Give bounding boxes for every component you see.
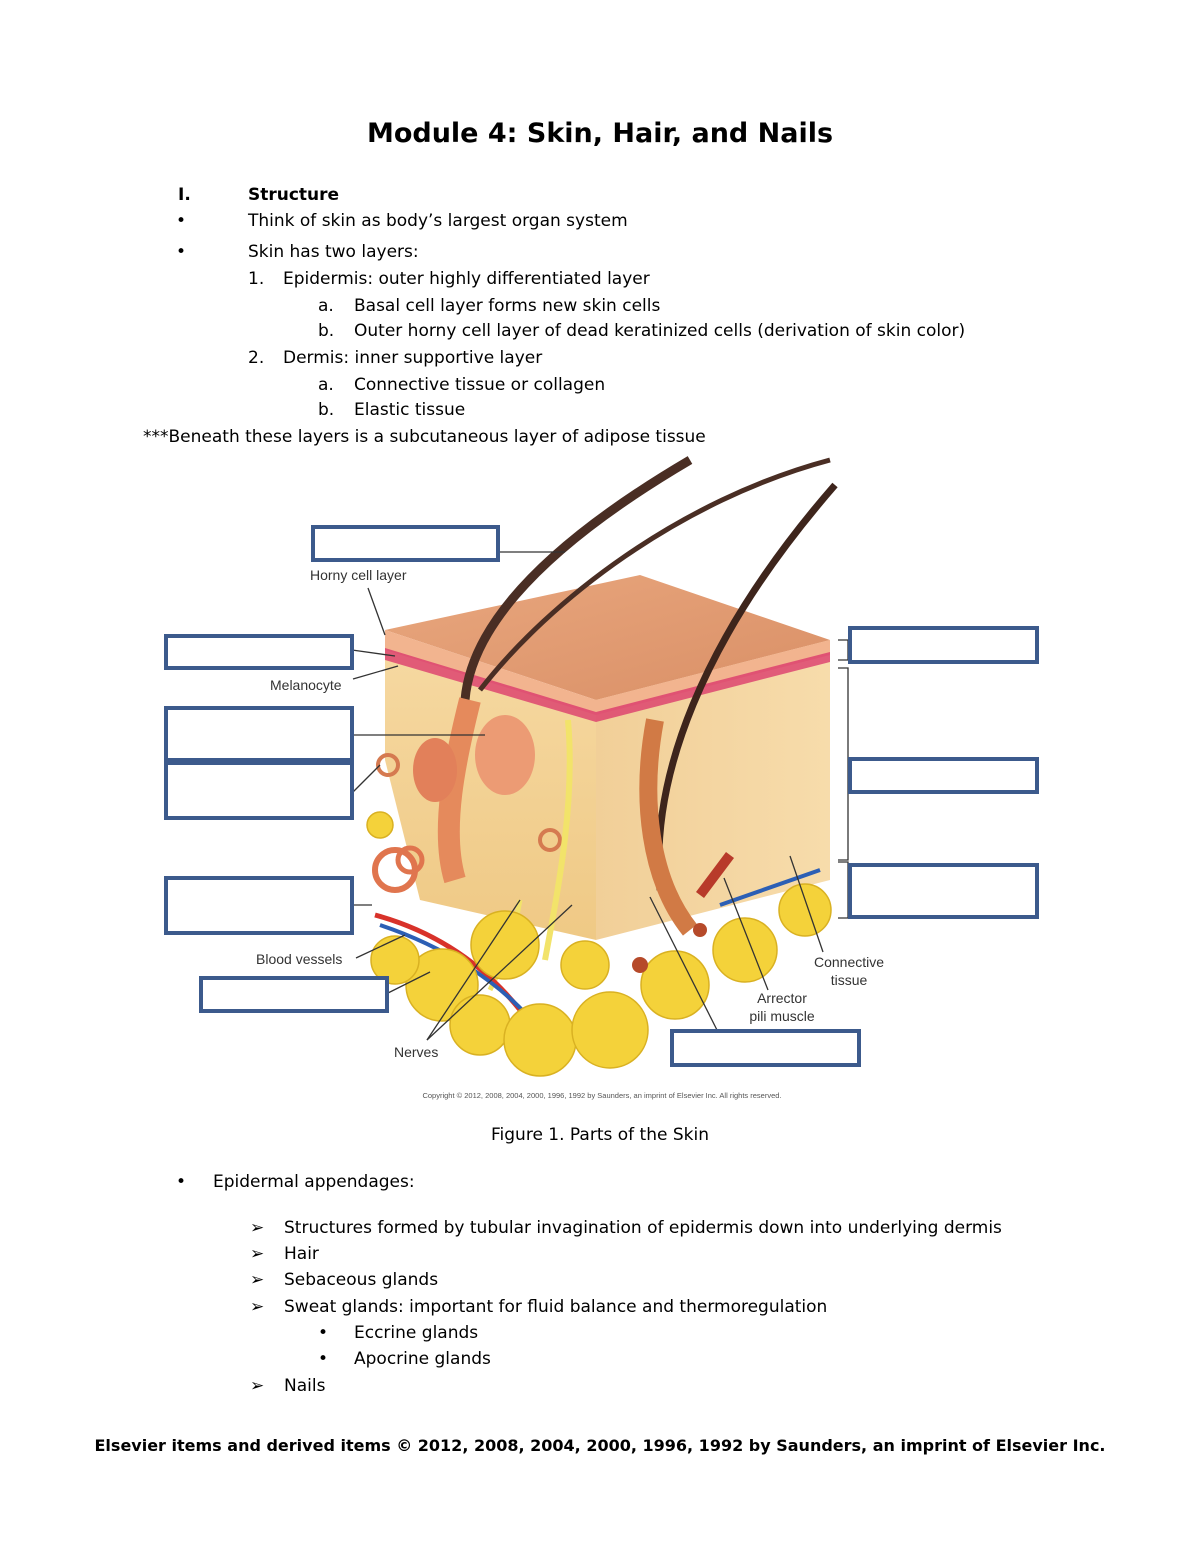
leader-line xyxy=(723,877,769,991)
figure-caption: Figure 1. Parts of the Skin xyxy=(491,1125,709,1145)
bullet-marker: • xyxy=(318,1323,329,1343)
list-item: Sebaceous glands xyxy=(284,1270,439,1290)
list-number: 2. xyxy=(248,348,265,368)
list-letter: b. xyxy=(318,400,335,420)
list-letter: a. xyxy=(318,375,334,395)
section-numeral: I. xyxy=(178,185,191,205)
answer-box[interactable] xyxy=(164,876,354,935)
connective-tissue-label: Connective xyxy=(814,954,884,970)
skin-block xyxy=(366,456,838,1077)
section-heading: Structure xyxy=(248,185,340,205)
horny-cell-layer-label: Horny cell layer xyxy=(310,567,407,583)
dermis-bracket xyxy=(838,667,849,861)
subcutaneous-bracket xyxy=(838,861,849,919)
bullet-marker: • xyxy=(176,211,187,231)
layer-label: Dermis: inner supportive layer xyxy=(283,348,543,368)
answer-box[interactable] xyxy=(164,706,354,762)
list-item: Hair xyxy=(284,1244,319,1264)
bullet-marker: • xyxy=(176,242,187,262)
arrector-pili-label: Arrector xyxy=(757,990,807,1006)
page-footer: Elsevier items and derived items © 2012,… xyxy=(94,1436,1106,1455)
bullet-text: Think of skin as body’s largest organ sy… xyxy=(248,211,628,231)
arrow-bullet-icon: ➢ xyxy=(250,1376,265,1396)
list-item: Nails xyxy=(284,1376,326,1396)
answer-box[interactable] xyxy=(199,976,389,1013)
bullet-marker: • xyxy=(176,1172,187,1192)
bullet-marker: • xyxy=(318,1349,329,1369)
leader-line xyxy=(367,587,386,636)
arrector-pili-label: pili muscle xyxy=(749,1008,815,1024)
connective-tissue-label: tissue xyxy=(831,972,868,988)
leader-line xyxy=(649,896,718,1031)
list-letter: b. xyxy=(318,321,335,341)
list-letter: a. xyxy=(318,296,334,316)
sub-item: Basal cell layer forms new skin cells xyxy=(354,296,661,316)
answer-box[interactable] xyxy=(164,761,354,820)
answer-box[interactable] xyxy=(848,757,1039,794)
arrow-bullet-icon: ➢ xyxy=(250,1244,265,1264)
answer-box[interactable] xyxy=(848,626,1039,664)
leader-line xyxy=(351,764,381,794)
bullet-text: Epidermal appendages: xyxy=(213,1172,415,1192)
nerves-label: Nerves xyxy=(394,1044,438,1060)
note: ***Beneath these layers is a subcutaneou… xyxy=(143,427,706,447)
list-number: 1. xyxy=(248,269,265,289)
list-item: Sweat glands: important for fluid balanc… xyxy=(284,1297,828,1317)
leader-line xyxy=(352,665,399,680)
answer-box[interactable] xyxy=(311,525,500,562)
leader-line xyxy=(355,934,406,959)
leader-line xyxy=(387,971,431,994)
list-item: Eccrine glands xyxy=(354,1323,479,1343)
layer-label: Epidermis: outer highly differentiated l… xyxy=(283,269,650,289)
page-title: Module 4: Skin, Hair, and Nails xyxy=(366,118,834,149)
answer-box[interactable] xyxy=(164,634,354,670)
arrow-bullet-icon: ➢ xyxy=(250,1218,265,1238)
arrow-bullet-icon: ➢ xyxy=(250,1270,265,1290)
list-item: Apocrine glands xyxy=(354,1349,491,1369)
epidermis-bracket xyxy=(838,639,849,661)
blood-vessels-label: Blood vessels xyxy=(256,951,342,967)
melanocyte-label: Melanocyte xyxy=(270,677,342,693)
figure-copyright: Copyright © 2012, 2008, 2004, 2000, 1996… xyxy=(422,1091,781,1100)
sub-item: Outer horny cell layer of dead keratiniz… xyxy=(354,321,966,341)
arrow-bullet-icon: ➢ xyxy=(250,1297,265,1317)
bullet-text: Skin has two layers: xyxy=(248,242,419,262)
leader-line xyxy=(789,855,824,953)
sub-item: Connective tissue or collagen xyxy=(354,375,606,395)
leader-line xyxy=(426,899,521,1041)
answer-box[interactable] xyxy=(848,863,1039,919)
leader-line xyxy=(351,649,396,657)
list-item: Structures formed by tubular invaginatio… xyxy=(284,1218,1002,1238)
sub-item: Elastic tissue xyxy=(354,400,466,420)
answer-box[interactable] xyxy=(670,1029,861,1067)
leader-line xyxy=(426,904,573,1041)
